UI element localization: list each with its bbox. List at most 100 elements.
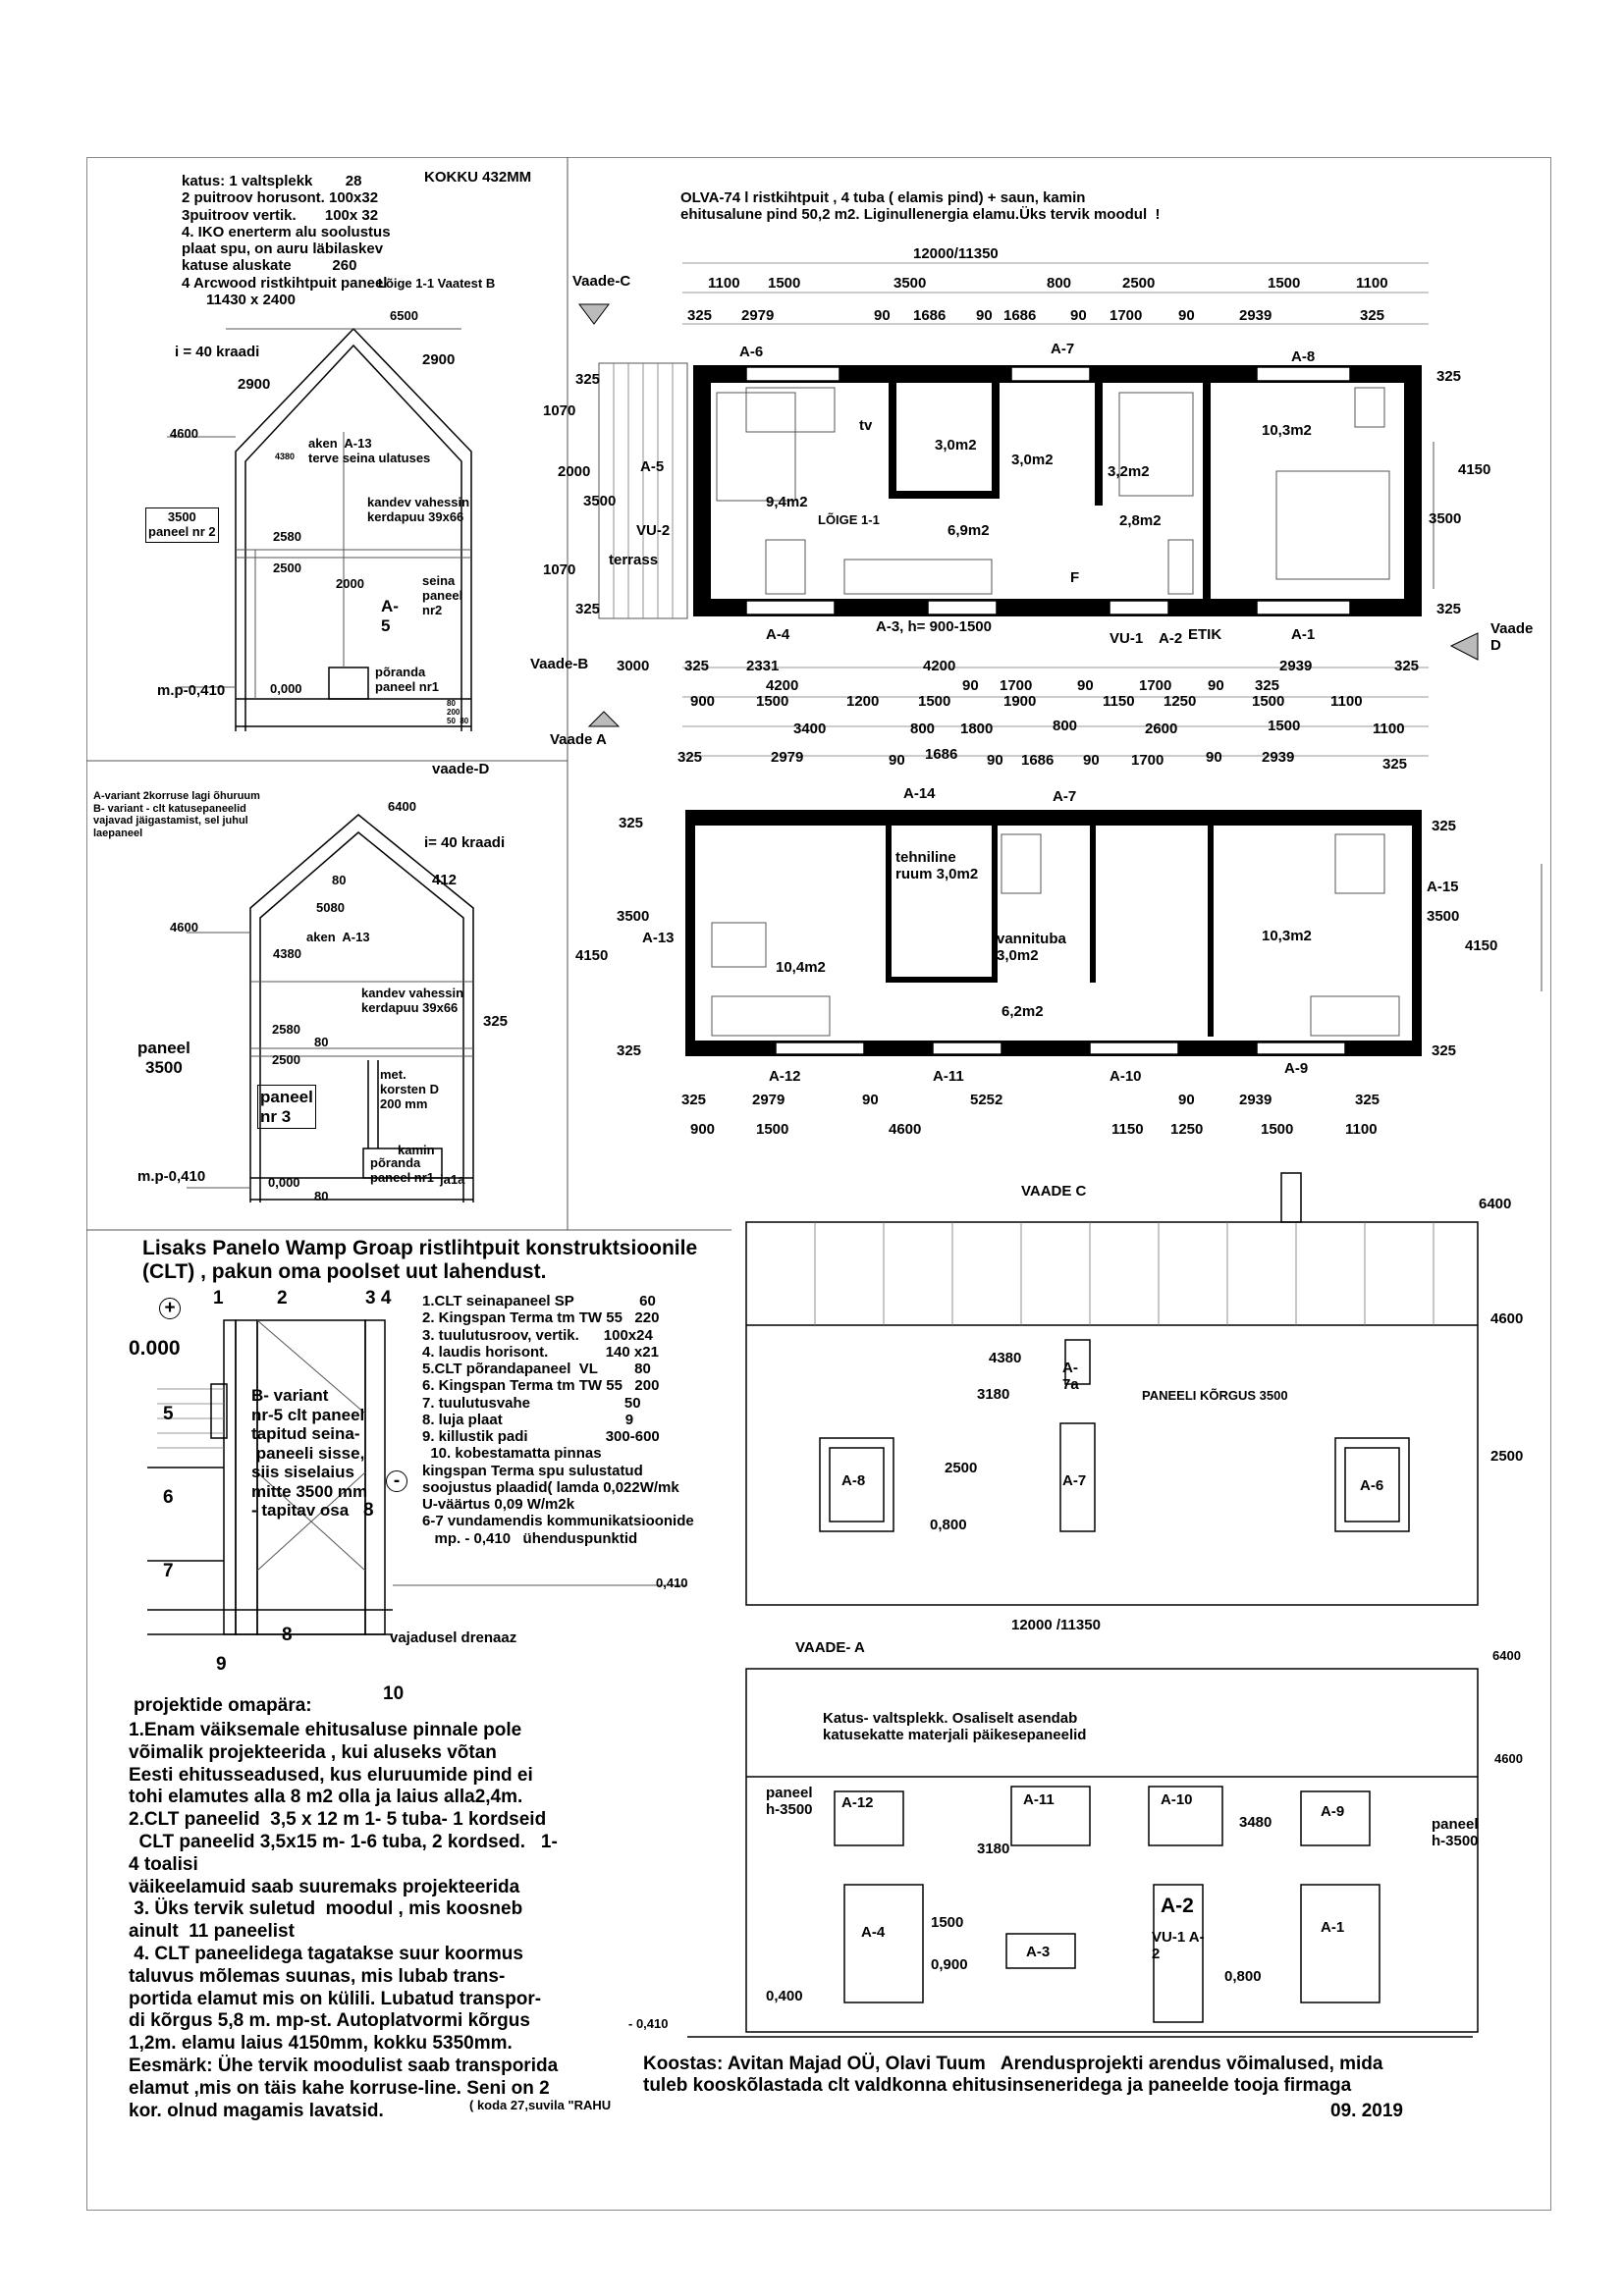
dim-80-c: 80: [314, 1189, 329, 1203]
window-a11: A-11: [933, 1068, 964, 1085]
bot5-dim-325b: 325: [1382, 756, 1408, 773]
roof-layers-spec: katus: 1 valtsplekk 28 2 puitroov horuso…: [182, 173, 391, 308]
minus-marker: -: [386, 1470, 407, 1492]
roof-note: Katus- valtsplekk. Osaliselt asendab kat…: [823, 1710, 1087, 1744]
top-dim-800: 800: [1047, 275, 1072, 292]
detail-dim-0410: 0,410: [656, 1575, 688, 1590]
window-a9: A-9: [1284, 1060, 1309, 1077]
window-a8: A-8: [1291, 348, 1316, 365]
project-title: OLVA-74 l ristkihtpuit , 4 tuba ( elamis…: [680, 189, 1161, 224]
panel-height-right: paneel h-3500: [1432, 1816, 1479, 1850]
top-dim-1500-b: 1500: [1268, 275, 1301, 292]
top-dim2-1700: 1700: [1110, 307, 1143, 324]
window-a2: A-2: [1159, 630, 1183, 647]
room-area-wc: 3,0m2: [1011, 452, 1054, 468]
elev-c-width: 12000 /11350: [1011, 1617, 1101, 1633]
elev-c-window-a8: A-8: [841, 1472, 866, 1489]
elevation-a-title: VAADE- A: [795, 1639, 865, 1656]
dim-2500: 2500: [273, 561, 301, 575]
elev-a-dim-4600: 4600: [1494, 1751, 1523, 1766]
tv-label: tv: [859, 417, 873, 434]
vaade-d-label: vaade-D: [432, 761, 490, 777]
layer-9: 9: [216, 1654, 227, 1675]
elev-a-door-vu1: VU-1 A- 2: [1152, 1929, 1205, 1963]
elev-a-dim-1500: 1500: [931, 1914, 964, 1931]
window-a10: A-10: [1110, 1068, 1142, 1085]
top-dim2-90c: 90: [1070, 307, 1087, 324]
bot3-dim-1500b: 1500: [918, 693, 951, 710]
top-dim2-1686: 1686: [913, 307, 947, 324]
layer-3-4: 3 4: [365, 1288, 392, 1308]
left-dim-1070b: 1070: [543, 561, 576, 578]
layer-list: 1.CLT seinapaneel SP 60 2. Kingspan Term…: [422, 1293, 694, 1547]
drawing-sheet: [86, 157, 1551, 2211]
p2-dim-5252: 5252: [970, 1092, 1003, 1108]
bot3-dim-1200: 1200: [846, 693, 880, 710]
top-dim-1100: 1100: [708, 275, 740, 292]
window-a7-upper: A-7: [1053, 788, 1077, 805]
total-thickness: KOKKU 432MM: [424, 169, 532, 186]
bot5-dim-90c: 90: [1083, 752, 1100, 769]
door-vu2: VU-2: [636, 522, 671, 539]
bot3-dim-1150: 1150: [1103, 693, 1135, 710]
dim-80: 80: [332, 873, 347, 887]
level-zero-2: 0,000: [268, 1175, 300, 1190]
dim-4600-2: 4600: [170, 920, 198, 934]
top-dim2-2979: 2979: [741, 307, 775, 324]
bot5-dim-1686: 1686: [925, 746, 958, 763]
b-variant-note: B- variant nr-5 clt paneel tapitud seina…: [251, 1386, 368, 1521]
room-area-upper-left: 10,4m2: [776, 959, 826, 976]
level-zero: 0,000: [270, 681, 302, 696]
dim-2900-right: 2900: [422, 351, 456, 368]
vaade-c-marker: Vaade-C: [572, 273, 631, 290]
top-dim2-90: 90: [874, 307, 891, 324]
window-a7: A-7: [1051, 341, 1075, 357]
bot5-dim-1686b: 1686: [1021, 752, 1055, 769]
bot2-dim-325: 325: [1255, 677, 1280, 694]
elev-a-window-a1: A-1: [1321, 1919, 1345, 1936]
bot5-dim-90b: 90: [987, 752, 1003, 769]
elev-c-dim-0800: 0,800: [930, 1517, 967, 1533]
panel-height-left: paneel h-3500: [766, 1785, 813, 1819]
bot4-dim-800: 800: [910, 721, 936, 737]
notes-tail: ( koda 27,suvila "RAHU: [469, 2098, 612, 2112]
window-a5-label: A- 5: [381, 597, 399, 635]
p2-dim2-900: 900: [690, 1121, 716, 1138]
level-mp-2: m.p-0,410: [137, 1168, 206, 1185]
bot5-dim-325: 325: [677, 749, 703, 766]
floor-plan-1: [578, 262, 1479, 757]
dim-4380-2: 4380: [273, 946, 301, 961]
roof-slope-2: i= 40 kraadi: [424, 834, 506, 851]
terrace-label: terrass: [609, 552, 659, 568]
layer-5: 5: [163, 1404, 174, 1424]
dim-6400: 6400: [388, 799, 416, 814]
bot3-dim-1250: 1250: [1164, 693, 1197, 710]
left-dim-3500: 3500: [583, 493, 617, 509]
bot3-dim-1500: 1500: [756, 693, 789, 710]
p2-left-3500: 3500: [617, 908, 650, 925]
section-1-1: [167, 327, 472, 731]
p2-dim-90: 90: [862, 1092, 879, 1108]
p2-dim-325b: 325: [1355, 1092, 1380, 1108]
top-dim-1500: 1500: [768, 275, 801, 292]
bot4-dim-1800: 1800: [960, 721, 994, 737]
elev-c-dim-3180: 3180: [977, 1386, 1010, 1403]
panel-3500: paneel 3500: [137, 1039, 190, 1077]
top-dim2-325b: 325: [1360, 307, 1385, 324]
left-dim-2000: 2000: [558, 463, 591, 480]
elev-a-dim-6400: 6400: [1492, 1648, 1521, 1663]
room-area-sauna: 3,0m2: [935, 437, 977, 454]
p2-left-4150: 4150: [575, 947, 609, 964]
window-a12: A-12: [769, 1068, 801, 1085]
p2-dim-2979: 2979: [752, 1092, 785, 1108]
top-dim2-325: 325: [687, 307, 713, 324]
bot2-dim-90: 90: [962, 677, 979, 694]
chimney-note: met. korsten D 200 mm: [380, 1067, 439, 1111]
section-2: [187, 814, 474, 1202]
bot3-dim-1900: 1900: [1003, 693, 1037, 710]
bot-dim-4200: 4200: [923, 658, 956, 674]
p2-dim2-4600: 4600: [889, 1121, 922, 1138]
layer-8-right: 8: [363, 1500, 374, 1521]
window-a4: A-4: [766, 626, 790, 643]
